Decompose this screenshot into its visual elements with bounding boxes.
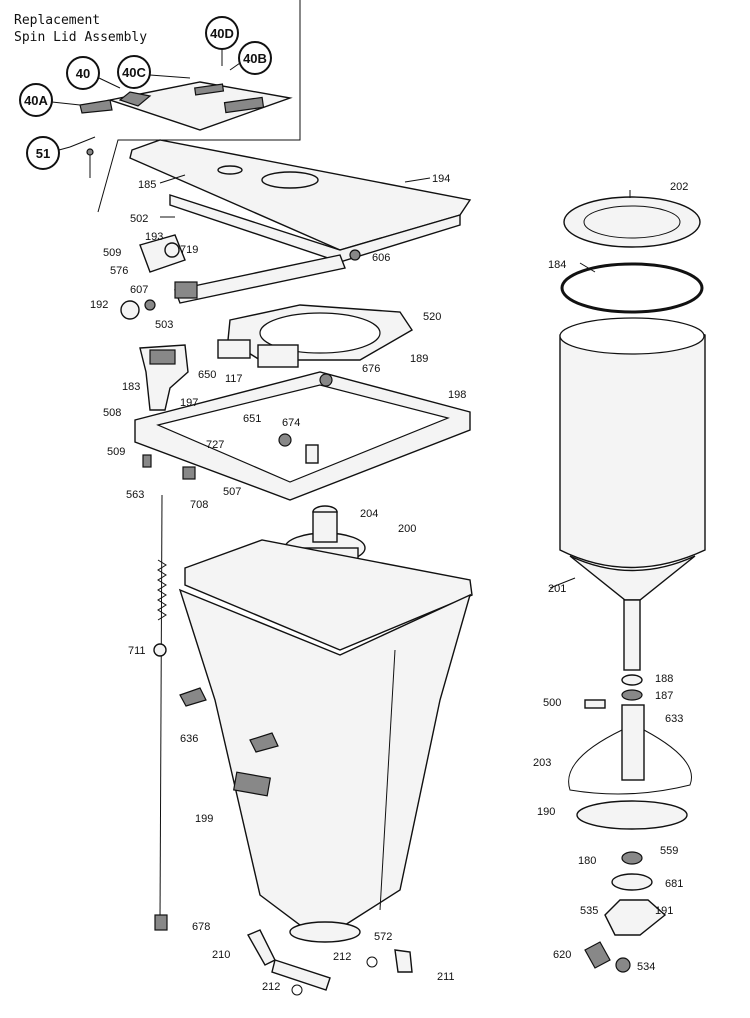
rod-711	[153, 494, 168, 931]
inset-frame	[97, 0, 301, 213]
bracket-assembly	[120, 234, 346, 320]
label-520: 520	[423, 311, 441, 323]
basket-assembly	[559, 196, 706, 671]
callout-40D: 40D	[205, 16, 239, 50]
label-212: 212	[333, 951, 351, 963]
label-633: 633	[665, 713, 683, 725]
heading-line-2: Spin Lid Assembly	[14, 30, 148, 45]
label-719: 719	[180, 244, 198, 256]
callout-40C: 40C	[117, 55, 151, 89]
label-678: 678	[192, 921, 210, 933]
callout-40A: 40A	[19, 83, 53, 117]
label-576: 576	[110, 265, 128, 277]
leader-lines	[159, 174, 631, 589]
callout-51: 51	[26, 136, 60, 170]
label-204: 204	[360, 508, 378, 520]
label-651: 651	[243, 413, 261, 425]
label-508: 508	[103, 407, 121, 419]
label-534: 534	[637, 961, 655, 973]
heading-line-1: Replacement	[14, 13, 101, 28]
tub-199	[178, 539, 473, 943]
callout-40B: 40B	[238, 41, 272, 75]
label-563: 563	[126, 489, 144, 501]
label-212-b: 212	[262, 981, 280, 993]
label-572: 572	[374, 931, 392, 943]
hoses	[247, 929, 413, 996]
label-650: 650	[198, 369, 216, 381]
label-676: 676	[362, 363, 380, 375]
svg-text:40B: 40B	[243, 51, 267, 66]
label-198: 198	[448, 389, 466, 401]
circled-callouts: 40D 40B 40 40C 40A 51	[19, 16, 272, 170]
label-192: 192	[90, 299, 108, 311]
svg-text:51: 51	[36, 146, 50, 161]
label-607: 607	[130, 284, 148, 296]
label-201: 201	[548, 583, 566, 595]
part-number-labels: 185 194 502 193 719 509 576 606 607 192 …	[90, 173, 688, 993]
callout-40: 40	[66, 56, 100, 90]
svg-text:40D: 40D	[210, 26, 234, 41]
label-193: 193	[145, 231, 163, 243]
label-194: 194	[432, 173, 450, 185]
label-200: 200	[398, 523, 416, 535]
label-185: 185	[138, 179, 156, 191]
label-187: 187	[655, 690, 673, 702]
svg-text:40C: 40C	[122, 65, 146, 80]
label-184: 184	[548, 259, 566, 271]
svg-text:40A: 40A	[24, 93, 48, 108]
frame-198	[134, 371, 471, 501]
label-681: 681	[665, 878, 683, 890]
label-509-b: 509	[107, 446, 125, 458]
svg-text:40: 40	[76, 66, 90, 81]
label-183: 183	[122, 381, 140, 393]
label-535: 535	[580, 905, 598, 917]
label-500: 500	[543, 697, 561, 709]
label-117: 117	[225, 373, 243, 385]
label-202: 202	[670, 181, 688, 193]
label-197: 197	[180, 397, 198, 409]
label-636: 636	[180, 733, 198, 745]
label-559: 559	[660, 845, 678, 857]
label-191: 191	[655, 905, 673, 917]
label-190: 190	[537, 806, 555, 818]
label-727: 727	[206, 439, 224, 451]
label-503: 503	[155, 319, 173, 331]
label-606: 606	[372, 252, 390, 264]
label-502: 502	[130, 213, 148, 225]
label-199: 199	[195, 813, 213, 825]
label-711: 711	[128, 645, 146, 657]
label-210: 210	[212, 949, 230, 961]
spin-lid-194	[129, 139, 472, 263]
bracket-183	[139, 344, 189, 411]
label-203: 203	[533, 757, 551, 769]
label-708: 708	[190, 499, 208, 511]
label-189: 189	[410, 353, 428, 365]
drive-assembly	[568, 674, 692, 973]
replacement-lid-illustration	[69, 81, 293, 178]
label-674: 674	[282, 417, 300, 429]
label-620: 620	[553, 949, 571, 961]
label-188: 188	[655, 673, 673, 685]
label-180: 180	[578, 855, 596, 867]
label-507: 507	[223, 486, 241, 498]
label-211: 211	[437, 971, 455, 983]
gasket-189	[217, 304, 413, 368]
label-509: 509	[103, 247, 121, 259]
